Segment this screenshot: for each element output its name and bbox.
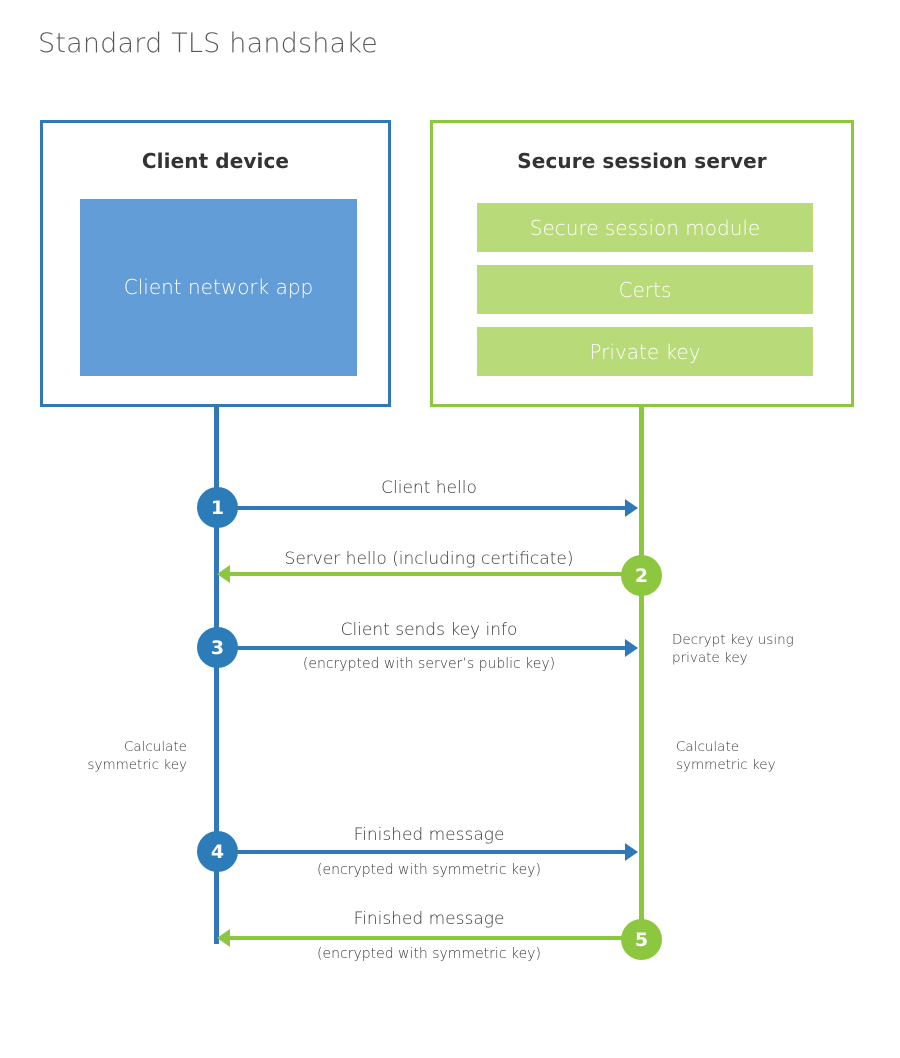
step-3-marker[interactable]: 3 <box>197 627 238 668</box>
arrowhead-right-icon <box>625 499 638 517</box>
note-server-calculate-symmetric-key: Calculate symmetric key <box>676 739 776 773</box>
client-device-title: Client device <box>141 149 290 173</box>
step-1-arrow <box>217 499 638 517</box>
client-device-box: Client device Client network app <box>40 120 391 407</box>
step-1-marker[interactable]: 1 <box>197 487 238 528</box>
step-4-label: Finished message <box>353 825 505 845</box>
note-client-calculate-symmetric-key: Calculate symmetric key <box>87 739 187 773</box>
secure-session-server-box: Secure session server Secure session mod… <box>430 120 854 407</box>
step-4-arrow <box>217 843 638 861</box>
step-2-label: Server hello (including certificate) <box>284 549 574 569</box>
step-3-label: Client sends key info <box>340 620 518 640</box>
step-5-label: Finished message <box>353 909 505 929</box>
step-4-sublabel: (encrypted with symmetric key) <box>317 862 541 878</box>
server-module-list: Secure session module Certs Private key <box>477 203 813 376</box>
client-network-app-block: Client network app <box>80 199 357 376</box>
step-5-arrow <box>217 929 625 947</box>
step-5-sublabel: (encrypted with symmetric key) <box>317 946 541 962</box>
arrowhead-left-icon <box>217 929 230 947</box>
step-5-marker[interactable]: 5 <box>621 919 662 960</box>
step-3-arrow <box>217 639 638 657</box>
step-2-arrow <box>217 565 625 583</box>
arrowhead-right-icon <box>625 843 638 861</box>
page-title: Standard TLS handshake <box>38 28 378 59</box>
secure-session-server-title: Secure session server <box>517 149 767 173</box>
step-1-label: Client hello <box>381 478 477 498</box>
step-2-marker[interactable]: 2 <box>621 555 662 596</box>
server-module-secure-session: Secure session module <box>477 203 813 252</box>
server-module-certs: Certs <box>477 265 813 314</box>
step-3-sublabel: (encrypted with server’s public key) <box>302 656 556 672</box>
server-lifeline <box>639 404 644 941</box>
arrowhead-right-icon <box>625 639 638 657</box>
client-lifeline <box>214 404 219 944</box>
note-decrypt-key: Decrypt key using private key <box>672 632 794 666</box>
arrowhead-left-icon <box>217 565 230 583</box>
server-module-private-key: Private key <box>477 327 813 376</box>
step-4-marker[interactable]: 4 <box>197 831 238 872</box>
